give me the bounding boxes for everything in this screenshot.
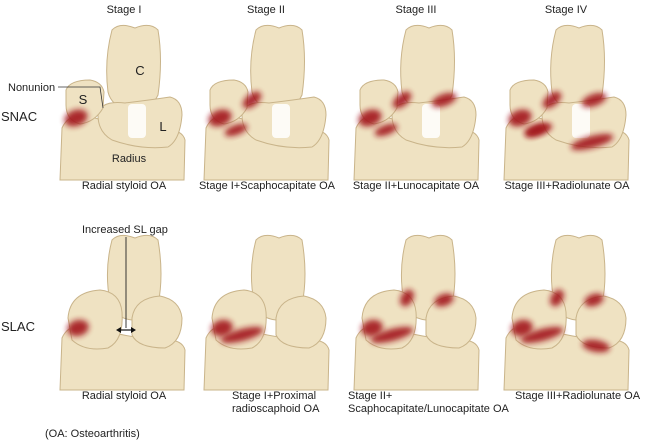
osteoarthritis-marker bbox=[392, 91, 412, 109]
osteoarthritis-marker bbox=[358, 109, 382, 127]
snac-caption-3: Stage II+Lunocapitate OA bbox=[353, 180, 480, 192]
osteoarthritis-marker bbox=[524, 123, 548, 137]
osteoarthritis-marker bbox=[67, 319, 89, 337]
osteoarthritis-marker bbox=[220, 326, 264, 344]
lunate-bone bbox=[575, 295, 627, 349]
slac-stage-4-illustration bbox=[503, 234, 630, 391]
footnote: (OA: Osteoarthritis) bbox=[45, 428, 140, 440]
osteoarthritis-marker bbox=[570, 133, 614, 151]
osteoarthritis-marker bbox=[581, 92, 607, 108]
snac-caption-1: Radial styloid OA bbox=[82, 180, 167, 192]
snac-stage-3-illustration bbox=[353, 24, 480, 181]
slac-caption-1: Radial styloid OA bbox=[82, 390, 167, 402]
lunate-bone bbox=[275, 295, 327, 349]
stage-header-1: Stage I bbox=[107, 4, 142, 16]
scaphoid-label: S bbox=[79, 92, 88, 107]
stage-header-2: Stage II bbox=[247, 4, 285, 16]
osteoarthritis-marker bbox=[550, 289, 564, 307]
capitate-bone bbox=[250, 24, 305, 111]
osteoarthritis-marker bbox=[542, 91, 562, 109]
snac-stage-1-illustration bbox=[59, 24, 186, 181]
radius-label: Radius bbox=[112, 153, 147, 165]
capitate-label: C bbox=[135, 63, 144, 78]
lunate-bone bbox=[131, 295, 183, 349]
osteoarthritis-marker bbox=[431, 92, 457, 108]
snac-caption-4: Stage III+Radiolunate OA bbox=[504, 180, 630, 192]
nonunion-label: Nonunion bbox=[8, 82, 55, 94]
osteoarthritis-marker bbox=[511, 319, 533, 337]
osteoarthritis-marker bbox=[508, 109, 532, 127]
osteoarthritis-marker bbox=[242, 91, 262, 109]
slac-caption-2-line1: Stage I+Proximal bbox=[232, 390, 316, 402]
lunate-joint-space bbox=[128, 104, 146, 138]
sl-gap-label: Increased SL gap bbox=[82, 224, 168, 236]
slac-caption-3-line1: Stage II+ bbox=[348, 390, 392, 402]
osteoarthritis-marker bbox=[211, 319, 233, 337]
lunate-label: L bbox=[159, 119, 166, 134]
slac-stage-3-illustration bbox=[353, 234, 480, 391]
scaphoid-bone bbox=[67, 289, 123, 350]
osteoarthritis-marker bbox=[64, 109, 88, 127]
osteoarthritis-marker bbox=[208, 109, 232, 127]
sl-gap-double-arrow-icon bbox=[116, 327, 136, 333]
slac-caption-3-line2: Scaphocapitate/Lunocapitate OA bbox=[348, 403, 510, 415]
osteoarthritis-marker bbox=[370, 326, 414, 344]
lunate-bone bbox=[425, 295, 477, 349]
slac-stage-2-illustration bbox=[203, 234, 330, 391]
snac-caption-2: Stage I+Scaphocapitate OA bbox=[199, 180, 336, 192]
slac-caption-4: Stage III+Radiolunate OA bbox=[515, 390, 641, 402]
lunate-joint-space bbox=[272, 104, 290, 138]
slac-caption-2-line2: radioscaphoid OA bbox=[232, 403, 320, 415]
osteoarthritis-marker bbox=[582, 339, 610, 353]
snac-stage-4-illustration bbox=[503, 24, 630, 181]
snac-stage-2-illustration bbox=[203, 24, 330, 181]
row-label-snac: SNAC bbox=[1, 109, 37, 124]
osteoarthritis-marker bbox=[374, 123, 398, 137]
osteoarthritis-marker bbox=[400, 289, 414, 307]
stage-header-3: Stage III bbox=[396, 4, 437, 16]
lunate-joint-space bbox=[422, 104, 440, 138]
osteoarthritis-marker bbox=[361, 319, 383, 337]
nonunion-leader-line bbox=[58, 86, 104, 109]
slac-stage-1-illustration bbox=[59, 234, 186, 391]
row-label-slac: SLAC bbox=[1, 319, 35, 334]
osteoarthritis-marker bbox=[520, 326, 564, 344]
stage-header-4: Stage IV bbox=[545, 4, 588, 16]
osteoarthritis-marker bbox=[434, 293, 454, 307]
osteoarthritis-marker bbox=[584, 293, 604, 307]
osteoarthritis-marker bbox=[224, 123, 248, 137]
capitate-bone bbox=[106, 24, 161, 111]
lunate-joint-space bbox=[572, 104, 590, 138]
